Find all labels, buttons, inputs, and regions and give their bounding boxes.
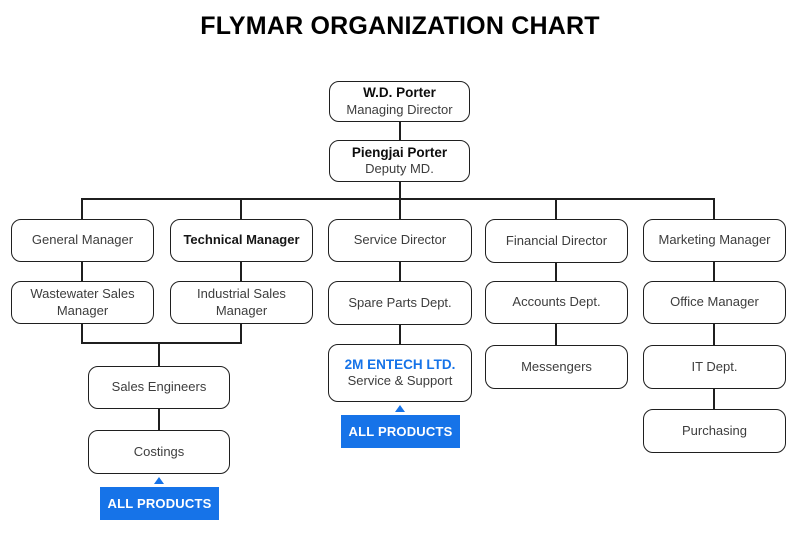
connector-line [713,261,715,282]
up-arrow-icon [395,405,405,412]
node-general-manager: General Manager [11,219,154,262]
all-products-badge-service: ALL PRODUCTS [341,415,460,448]
connector-line [399,122,401,141]
connector-line [713,389,715,410]
connector-line [713,199,715,220]
connector-line [399,324,401,345]
node-label: IT Dept. [691,358,738,374]
connector-line [81,198,715,200]
node-marketing-manager: Marketing Manager [643,219,786,262]
node-spare-parts-dept: Spare Parts Dept. [328,281,472,325]
connector-line [81,261,83,282]
node-label: Office Manager [670,294,759,310]
page-title: FLYMAR ORGANIZATION CHART [200,12,600,40]
node-managing-director: W.D. Porter Managing Director [329,81,470,122]
node-label: Messengers [521,358,592,374]
node-label: Marketing Manager [658,232,771,248]
connector-line [81,199,83,220]
person-role: Managing Director [346,101,453,117]
node-costings: Costings [88,430,230,474]
node-label: Wastewater Sales Manager [30,285,135,318]
node-deputy-md: Piengjai Porter Deputy MD. [329,140,470,182]
connector-line [240,323,242,344]
node-label: Financial Director [505,232,608,248]
node-it-dept: IT Dept. [643,345,786,389]
person-role: Deputy MD. [365,161,434,177]
connector-line [555,261,557,282]
connector-line [81,323,83,344]
node-technical-manager: Technical Manager [170,219,313,262]
node-sales-engineers: Sales Engineers [88,366,230,409]
node-label: Technical Manager [183,232,300,248]
company-role: Service & Support [347,373,453,389]
node-accounts-dept: Accounts Dept. [485,281,628,324]
node-label: Sales Engineers [111,379,207,395]
person-name: Piengjai Porter [351,144,448,160]
connector-line [240,261,242,282]
node-financial-director: Financial Director [485,219,628,263]
company-name: 2M ENTECH LTD. [344,356,456,372]
node-label: Industrial Sales Manager [197,285,286,318]
node-label: General Manager [31,232,134,248]
connector-line [399,199,401,220]
connector-line [713,323,715,346]
node-industrial-sales-manager: Industrial Sales Manager [170,281,313,324]
node-wastewater-sales-manager: Wastewater Sales Manager [11,281,154,324]
connector-line [158,342,160,366]
node-label: Service Director [353,232,447,248]
connector-line [399,261,401,282]
badge-label: ALL PRODUCTS [107,496,212,511]
node-2m-entech: 2M ENTECH LTD. Service & Support [328,344,472,402]
connector-line [555,199,557,220]
connector-line [158,408,160,431]
up-arrow-icon [154,477,164,484]
node-label: Accounts Dept. [512,294,601,310]
node-office-manager: Office Manager [643,281,786,324]
connector-line [555,323,557,346]
all-products-badge-sales: ALL PRODUCTS [100,487,219,520]
node-service-director: Service Director [328,219,472,262]
node-messengers: Messengers [485,345,628,389]
person-name: W.D. Porter [363,85,436,101]
connector-line [399,181,401,200]
connector-line [81,342,242,344]
node-label: Purchasing [681,422,748,438]
node-label: Costings [133,443,185,459]
node-purchasing: Purchasing [643,409,786,453]
badge-label: ALL PRODUCTS [348,424,453,439]
connector-line [240,199,242,220]
node-label: Spare Parts Dept. [348,294,452,310]
